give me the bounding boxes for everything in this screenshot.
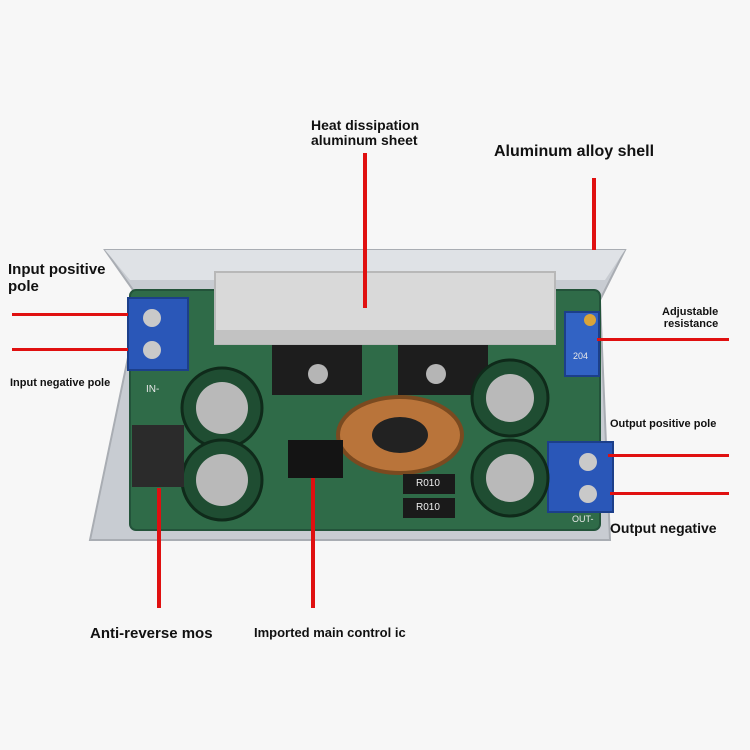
capacitor-input-1-top	[196, 382, 248, 434]
output-screw-1	[579, 453, 597, 471]
input-positive-label: Input positive pole	[8, 261, 106, 295]
heat-sink-label-line1: Heat dissipation	[311, 117, 420, 133]
output-positive-label: Output positive pole	[610, 418, 717, 430]
lead-shell	[592, 178, 596, 250]
anti-reverse-label: Anti-reverse mos	[90, 625, 213, 642]
adjustable-label-line2: resistance	[663, 318, 719, 331]
input-screw-1	[143, 309, 161, 327]
resistor-1-mark: R010	[416, 478, 440, 489]
lead-heat-sink	[363, 153, 367, 308]
input-positive-label-line2: pole	[8, 277, 39, 295]
out-minus-mark: OUT-	[572, 514, 594, 524]
output-negative-label: Output negative	[610, 520, 717, 536]
lead-output-negative	[610, 492, 729, 495]
lead-input-positive	[12, 313, 128, 316]
inductor-core	[372, 417, 428, 453]
resistor-2-mark: R010	[416, 502, 440, 513]
lead-anti-reverse	[157, 488, 161, 608]
heat-sink-label: Heat dissipation aluminum sheet	[311, 117, 420, 149]
shell-label: Aluminum alloy shell	[494, 143, 655, 160]
anti-reverse-mos	[132, 425, 184, 487]
input-terminal	[127, 297, 189, 371]
potentiometer-knob	[584, 314, 596, 326]
mosfet-left-screw	[308, 364, 328, 384]
in-minus-mark: IN-	[146, 384, 160, 395]
mosfet-right-screw	[426, 364, 446, 384]
capacitor-input-2-top	[196, 454, 248, 506]
lead-input-negative	[12, 348, 128, 351]
main-ic-label: Imported main control ic	[254, 625, 406, 640]
pot-code-mark: 204	[573, 351, 589, 361]
main-control-ic	[288, 440, 343, 478]
heat-sink-label-line2: aluminum sheet	[311, 132, 418, 149]
output-terminal	[547, 441, 614, 513]
capacitor-output-2-top	[486, 454, 534, 502]
adjustable-label: Adjustable resistance	[662, 306, 718, 330]
input-screw-2	[143, 341, 161, 359]
lead-adjustable	[597, 338, 729, 341]
lead-output-positive	[608, 454, 729, 457]
input-positive-label-line1: Input positive	[8, 261, 106, 278]
adjustable-label-line1: Adjustable	[662, 306, 719, 318]
input-negative-label: Input negative pole	[10, 377, 111, 389]
output-screw-2	[579, 485, 597, 503]
heat-sink-shadow	[215, 330, 555, 344]
capacitor-output-1-top	[486, 374, 534, 422]
resistor-1	[403, 474, 455, 494]
lead-main-ic	[311, 478, 315, 608]
resistor-2	[403, 498, 455, 518]
